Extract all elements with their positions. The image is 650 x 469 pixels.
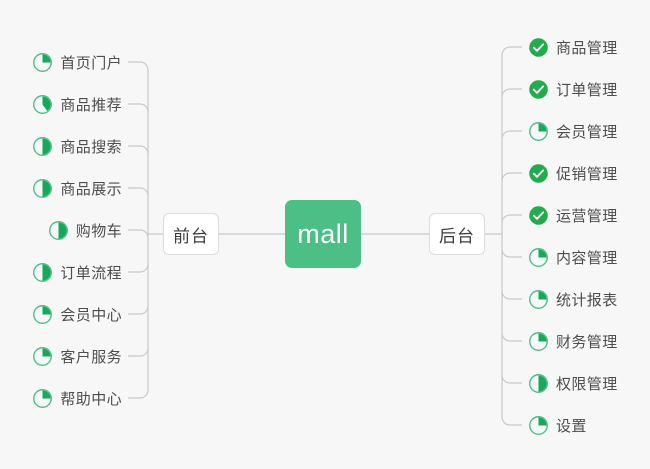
leaf-node-right-10[interactable]: 设置	[528, 412, 587, 438]
leaf-node-left-1[interactable]: 首页门户	[32, 49, 122, 75]
left-stub-6	[128, 263, 149, 273]
root-node-label: mall	[297, 218, 349, 249]
leaf-node-right-1[interactable]: 商品管理	[528, 34, 618, 60]
leaf-node-label: 设置	[556, 417, 587, 435]
leaf-node-right-6[interactable]: 内容管理	[528, 244, 618, 270]
left-stub-3	[128, 145, 149, 155]
pie-icon	[48, 220, 68, 240]
pie-icon	[33, 136, 53, 156]
pie-icon	[33, 346, 53, 366]
leaf-node-label: 运营管理	[556, 207, 618, 225]
left-branch-spine	[128, 61, 149, 399]
leaf-node-label: 商品管理	[556, 39, 618, 57]
check-circle-icon	[529, 79, 548, 99]
leaf-node-right-7[interactable]: 统计报表	[528, 286, 618, 312]
pie-icon	[529, 121, 548, 141]
right-stub-2	[501, 88, 522, 98]
leaf-node-label: 商品搜索	[60, 138, 122, 156]
right-stub-3	[501, 130, 522, 140]
leaf-node-label: 会员管理	[556, 123, 618, 141]
right-stub-5	[501, 214, 522, 224]
branch-node-frontend[interactable]: 前台	[163, 213, 219, 255]
leaf-node-left-7[interactable]: 会员中心	[32, 301, 122, 327]
leaf-node-left-6[interactable]: 订单流程	[32, 259, 122, 285]
pie-icon	[529, 289, 548, 309]
right-stub-9	[501, 374, 522, 384]
left-stub-7	[128, 305, 149, 315]
right-branch-spine	[501, 46, 522, 426]
leaf-node-left-5[interactable]: 购物车	[48, 217, 122, 243]
pie-icon	[33, 52, 53, 72]
leaf-node-right-9[interactable]: 权限管理	[528, 370, 618, 396]
leaf-node-label: 促销管理	[556, 165, 618, 183]
leaf-node-right-8[interactable]: 财务管理	[528, 328, 618, 354]
leaf-node-label: 订单流程	[60, 264, 122, 282]
leaf-node-label: 权限管理	[556, 375, 618, 393]
leaf-node-left-4[interactable]: 商品展示	[32, 175, 122, 201]
leaf-node-left-8[interactable]: 客户服务	[32, 343, 122, 369]
leaf-node-label: 内容管理	[556, 249, 618, 267]
leaf-node-label: 商品推荐	[60, 96, 122, 114]
leaf-node-right-3[interactable]: 会员管理	[528, 118, 618, 144]
pie-icon	[33, 262, 53, 282]
leaf-node-left-9[interactable]: 帮助中心	[32, 385, 122, 411]
left-stub-2	[128, 103, 149, 113]
left-stub-8	[128, 347, 149, 357]
branch-node-backend[interactable]: 后台	[429, 213, 485, 255]
leaf-node-left-2[interactable]: 商品推荐	[32, 91, 122, 117]
pie-icon	[33, 94, 53, 114]
leaf-node-label: 首页门户	[60, 54, 122, 72]
branch-node-frontend-label: 前台	[173, 226, 209, 246]
leaf-node-label: 订单管理	[556, 81, 618, 99]
leaf-node-right-4[interactable]: 促销管理	[528, 160, 618, 186]
pie-icon	[33, 388, 53, 408]
leaf-node-label: 会员中心	[60, 306, 122, 324]
pie-icon	[33, 178, 53, 198]
leaf-node-right-5[interactable]: 运营管理	[528, 202, 618, 228]
right-stub-6	[501, 248, 522, 258]
leaf-node-label: 财务管理	[556, 333, 618, 351]
leaf-node-label: 统计报表	[556, 291, 618, 309]
branch-node-backend-label: 后台	[439, 226, 475, 246]
right-stub-4	[501, 172, 522, 182]
check-circle-icon	[529, 205, 548, 225]
pie-icon	[529, 247, 548, 267]
leaf-node-label: 商品展示	[60, 180, 122, 198]
pie-icon	[529, 415, 548, 435]
leaf-node-left-3[interactable]: 商品搜索	[32, 133, 122, 159]
check-circle-icon	[529, 37, 548, 57]
pie-icon	[529, 331, 548, 351]
pie-icon	[529, 373, 548, 393]
left-stub-4	[128, 187, 149, 197]
check-circle-icon	[529, 163, 548, 183]
left-stub-5	[128, 229, 149, 239]
root-node-mall[interactable]: mall	[285, 200, 361, 268]
right-stub-7	[501, 290, 522, 300]
leaf-node-label: 帮助中心	[60, 390, 122, 408]
pie-icon	[33, 304, 53, 324]
leaf-node-label: 购物车	[75, 222, 122, 240]
right-stub-8	[501, 332, 522, 342]
leaf-node-right-2[interactable]: 订单管理	[528, 76, 618, 102]
leaf-node-label: 客户服务	[60, 348, 122, 366]
